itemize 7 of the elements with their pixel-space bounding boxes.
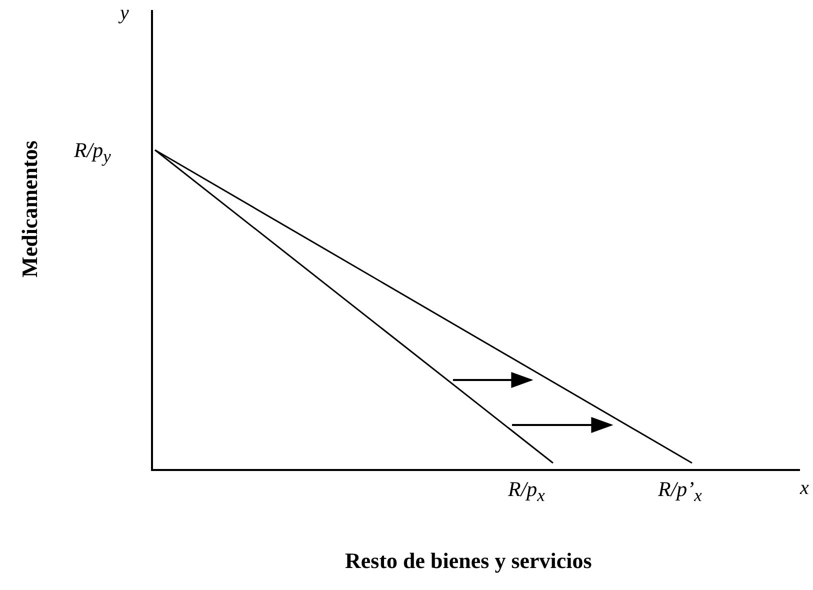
intercept-label: R/p’$_{x}$ — [658, 477, 702, 506]
axis-title: Resto de bienes y servicios — [345, 548, 592, 574]
axis-title: Medicamentos — [17, 140, 43, 280]
axis-label: x — [800, 477, 809, 500]
intercept-label: R/p$_{x}$ — [508, 477, 545, 506]
axis-label: y — [120, 2, 129, 25]
intercept-label: R/p$_{y}$ — [74, 138, 111, 168]
